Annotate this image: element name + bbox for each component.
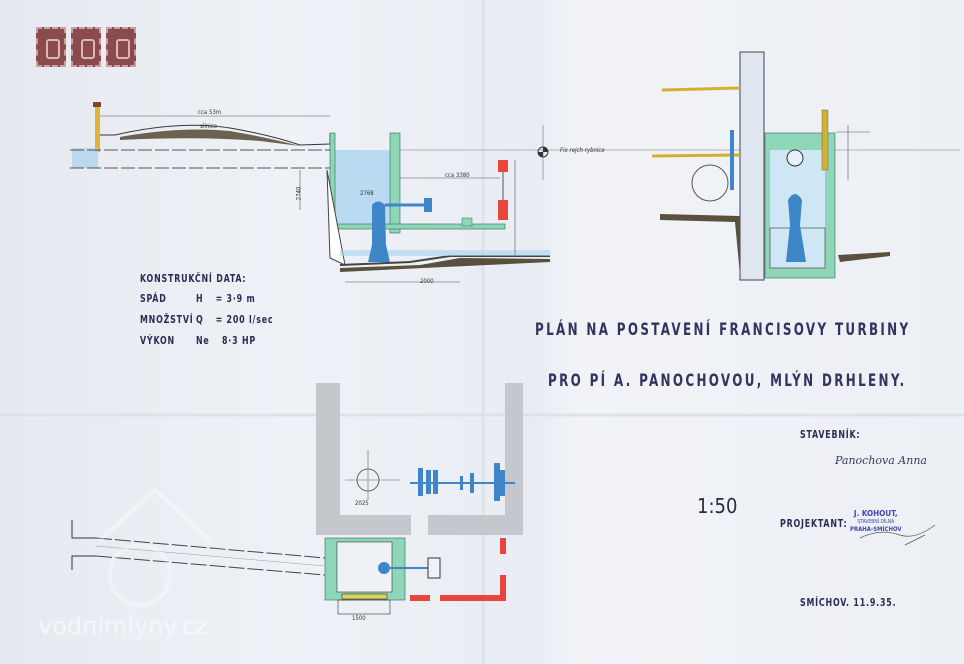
row-symbol: Q bbox=[196, 313, 204, 326]
revenue-stamp bbox=[106, 27, 136, 67]
designer-stamp: J. KOHOUT, STAVEBNÍ DÍLNA PRAHA-SMÍCHOV bbox=[850, 510, 902, 534]
row-value: = 3·9 m bbox=[215, 292, 256, 305]
cross-section bbox=[651, 51, 890, 281]
dimension-label: 2740 bbox=[295, 186, 303, 201]
dimension-label: cca 53m bbox=[198, 109, 222, 116]
dimension-label: 2000 bbox=[420, 278, 434, 285]
revenue-stamp bbox=[71, 27, 101, 67]
row-symbol: H bbox=[196, 292, 204, 305]
row-label: VÝKON bbox=[140, 334, 175, 347]
longitudinal-section bbox=[70, 102, 960, 283]
plan-view bbox=[71, 383, 523, 615]
watermark: vodnimlyny.cz bbox=[38, 612, 208, 640]
revenue-stamp bbox=[36, 27, 66, 67]
stamp-line: STAVEBNÍ DÍLNA bbox=[857, 519, 895, 525]
row-label: SPÁD bbox=[140, 292, 167, 305]
row-symbol: Ne bbox=[196, 334, 210, 347]
stamp-city: PRAHA-SMÍCHOV bbox=[850, 526, 902, 533]
builder-label: STAVEBNÍK: bbox=[800, 428, 861, 441]
row-value: = 200 l/sec bbox=[215, 313, 274, 326]
fix-point-label: Fix rejch rybnice bbox=[560, 147, 605, 154]
row-value: 8·3 HP bbox=[221, 334, 256, 347]
drawing-subtitle: PRO PÍ A. PANOCHOVOU, MLÝN DRHLENY. bbox=[548, 371, 907, 391]
construction-data-heading: KONSTRUKČNÍ DATA: bbox=[140, 272, 247, 285]
designer-label: PROJEKTANT: bbox=[780, 517, 848, 530]
watermark-logo bbox=[98, 487, 212, 607]
construction-data-row: VÝKON Ne 8·3 HP bbox=[140, 334, 256, 347]
dimension-label: 1500 bbox=[352, 615, 366, 622]
drawing-title: PLÁN NA POSTAVENÍ FRANCISOVY TURBINY bbox=[535, 320, 911, 340]
builder-signature: Panochova Anna bbox=[835, 454, 927, 467]
dimension-label: silnice bbox=[200, 123, 218, 130]
scale-label: 1:50 bbox=[697, 494, 738, 518]
dimension-label: 2025 bbox=[355, 500, 369, 507]
dimension-label: 2768 bbox=[360, 190, 374, 197]
stamp-name: J. KOHOUT, bbox=[853, 509, 898, 518]
dimension-label: cca 3380 bbox=[445, 172, 470, 179]
construction-data-row: SPÁD H = 3·9 m bbox=[140, 292, 256, 305]
row-label: MNOŽSTVÍ bbox=[140, 313, 194, 326]
place-date: SMÍCHOV. 11.9.35. bbox=[800, 596, 897, 609]
